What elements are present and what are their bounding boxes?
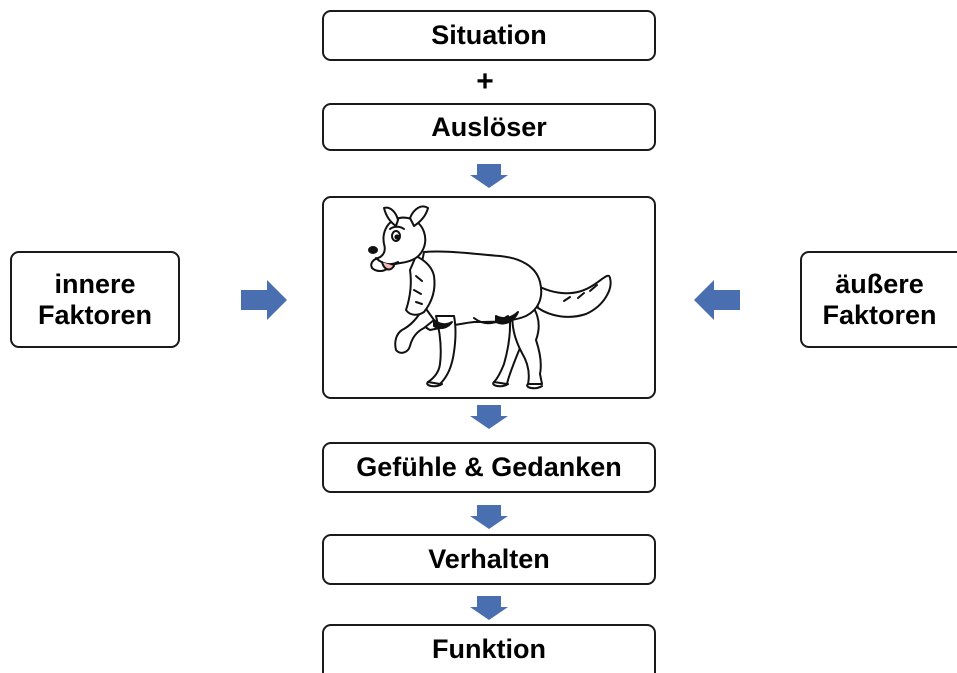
feelings-thoughts-box: Gefühle & Gedanken bbox=[322, 442, 656, 493]
function-label: Funktion bbox=[432, 634, 546, 665]
plus-sign: + bbox=[476, 65, 494, 98]
down-arrow-icon bbox=[470, 164, 508, 188]
down-arrow-icon bbox=[470, 405, 508, 429]
trigger-label: Auslöser bbox=[431, 111, 547, 142]
outer-factors-line2: Faktoren bbox=[822, 299, 937, 330]
behavior-label: Verhalten bbox=[428, 544, 550, 575]
inner-factors-box: innere Faktoren bbox=[10, 251, 180, 348]
situation-box: Situation bbox=[322, 10, 656, 61]
outer-factors-box: äußere Faktoren bbox=[800, 251, 957, 348]
left-arrow-icon bbox=[694, 280, 740, 320]
dog-illustration bbox=[368, 205, 612, 390]
outer-factors-line1: äußere bbox=[835, 269, 924, 299]
situation-label: Situation bbox=[431, 20, 547, 51]
inner-factors-line2: Faktoren bbox=[37, 299, 153, 330]
down-arrow-icon bbox=[470, 596, 508, 620]
inner-factors-line1: innere bbox=[54, 269, 136, 299]
function-box: Funktion bbox=[322, 624, 656, 673]
feelings-thoughts-label: Gefühle & Gedanken bbox=[356, 452, 622, 483]
behavior-box: Verhalten bbox=[322, 534, 656, 585]
trigger-box: Auslöser bbox=[322, 103, 656, 151]
right-arrow-icon bbox=[241, 280, 287, 320]
down-arrow-icon bbox=[470, 505, 508, 529]
dog-illustration-frame bbox=[322, 196, 656, 399]
